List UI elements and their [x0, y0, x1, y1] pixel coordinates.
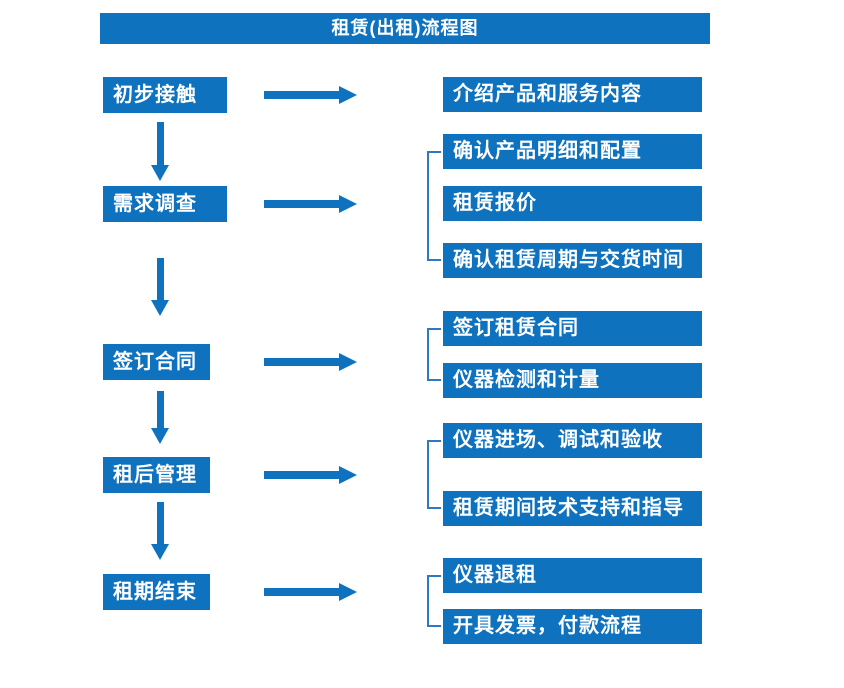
left-step-box-3: 签订合同: [103, 344, 210, 380]
right-arrow-1: [264, 86, 357, 104]
down-arrow-2: [151, 258, 170, 316]
arrow-shaft: [264, 471, 339, 479]
left-step-box-2: 需求调查: [103, 186, 227, 222]
output-box-2-1: 确认产品明细和配置: [443, 134, 702, 169]
arrow-shaft: [157, 391, 164, 429]
arrow-shaft: [264, 358, 339, 366]
left-step-box-4: 租后管理: [103, 457, 210, 493]
down-arrow-4: [151, 502, 170, 560]
arrow-head-icon: [151, 165, 169, 181]
arrow-shaft: [264, 91, 339, 99]
arrow-head-icon: [339, 353, 357, 371]
right-arrow-4: [264, 466, 357, 484]
left-step-box-1: 初步接触: [103, 77, 227, 113]
arrow-head-icon: [151, 300, 169, 316]
output-box-5-2: 开具发票，付款流程: [443, 609, 702, 644]
arrow-shaft: [264, 200, 339, 208]
group-bracket-2: [427, 151, 441, 261]
arrow-head-icon: [339, 195, 357, 213]
group-bracket-3: [427, 328, 441, 381]
arrow-head-icon: [151, 544, 169, 560]
arrow-head-icon: [339, 86, 357, 104]
output-box-4-1: 仪器进场、调试和验收: [443, 423, 702, 458]
output-box-2-2: 租赁报价: [443, 186, 702, 221]
output-box-3-1: 签订租赁合同: [443, 311, 702, 346]
right-arrow-3: [264, 353, 357, 371]
right-arrow-5: [264, 583, 357, 601]
arrow-shaft: [264, 588, 339, 596]
right-arrow-2: [264, 195, 357, 213]
diagram-title: 租赁(出租)流程图: [100, 13, 710, 44]
group-bracket-5: [427, 575, 441, 627]
arrow-head-icon: [339, 466, 357, 484]
left-step-box-5: 租期结束: [103, 574, 210, 610]
arrow-head-icon: [151, 428, 169, 444]
output-box-1-1: 介绍产品和服务内容: [443, 77, 702, 112]
output-box-3-2: 仪器检测和计量: [443, 363, 702, 398]
output-box-4-2: 租赁期间技术支持和指导: [443, 491, 702, 526]
output-box-2-3: 确认租赁周期与交货时间: [443, 243, 702, 278]
down-arrow-1: [151, 122, 170, 181]
arrow-head-icon: [339, 583, 357, 601]
output-box-5-1: 仪器退租: [443, 558, 702, 593]
arrow-shaft: [157, 502, 164, 545]
group-bracket-4: [427, 440, 441, 509]
down-arrow-3: [151, 391, 170, 444]
arrow-shaft: [157, 122, 164, 166]
arrow-shaft: [157, 258, 164, 301]
